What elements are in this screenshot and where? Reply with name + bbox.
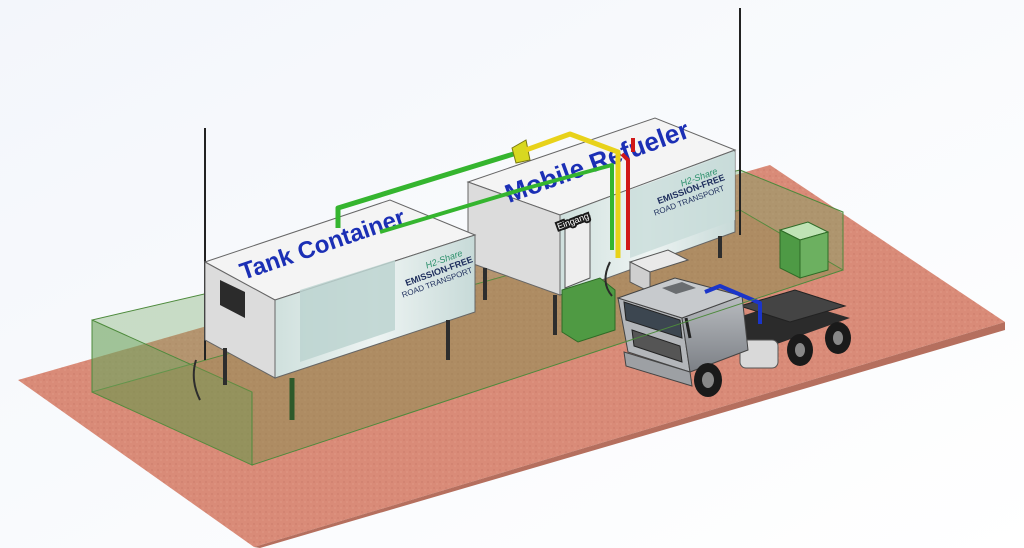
red-pipe [620,152,630,250]
green-pipe [335,149,521,228]
fence-floor [92,210,843,465]
ground-slab [18,165,1005,547]
ground-slab-edge [254,322,1005,548]
ground-cable [192,359,201,401]
fence-front-edge [251,269,844,466]
vent-funnel [511,139,531,164]
tank-container: H2-Share EMISSION-FREE ROAD TRANSPORT Ta… [203,199,477,420]
step-block [561,277,616,343]
yellow-pipe [525,131,621,258]
blue-pipe [704,284,762,324]
electrical-cabinet [778,221,830,279]
refueler-door [564,215,591,289]
truck-tank [739,339,779,369]
tank-window [220,280,245,318]
truck-windshield [623,301,683,339]
fuel-hose [604,261,613,297]
